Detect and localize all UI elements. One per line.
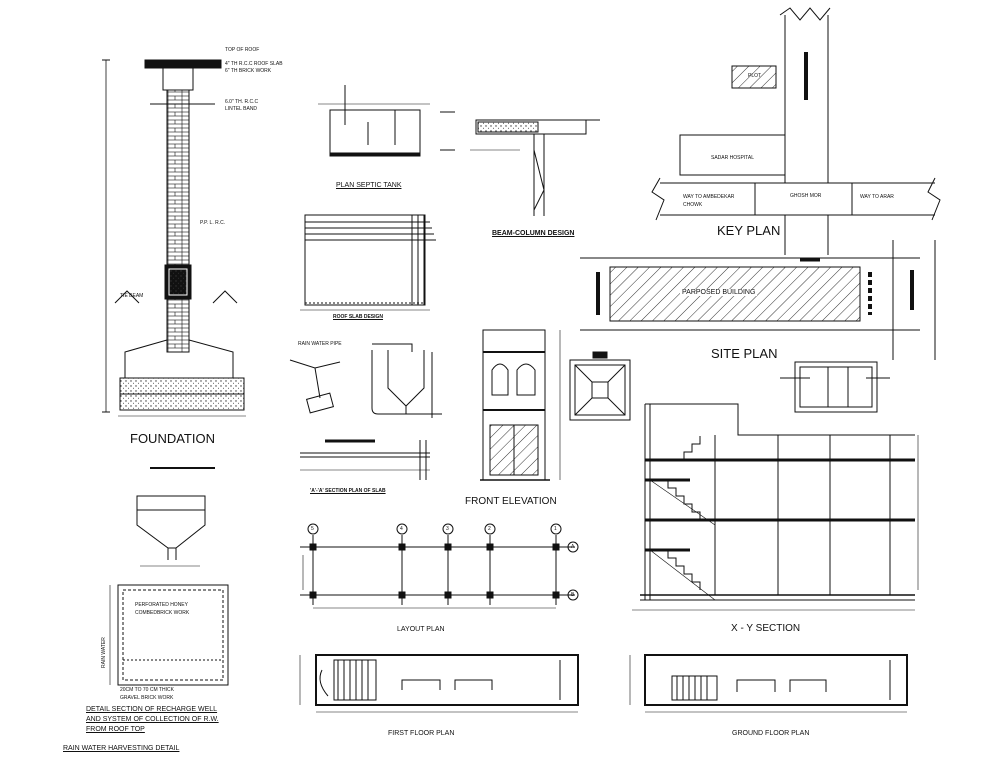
water-tank-plan	[780, 361, 890, 413]
plinth-note: P.P. L. R.C.	[200, 220, 226, 226]
foundation-title: FOUNDATION	[130, 431, 215, 446]
perforated-label-2: COMBEDBRICK WORK	[135, 610, 190, 616]
sadar-hospital-label: SADAR HOSPITAL	[711, 155, 754, 161]
layout-plan-title: LAYOUT PLAN	[397, 626, 445, 633]
grid-label-2: 2	[488, 526, 491, 532]
proposed-building-label: PARPOSED BUILDING	[680, 289, 758, 296]
grid-label-3: 3	[446, 526, 449, 532]
perforated-label-1: PERFORATED HONEY	[135, 602, 188, 608]
septic-tank-plan	[318, 85, 455, 157]
ghosh-mor-label: GHOSH MOR	[790, 193, 822, 199]
rain-water-pipe-label: RAIN WATER PIPE	[298, 341, 342, 347]
rain-water-harvesting-title: RAIN WATER HARVESTING DETAIL	[63, 745, 180, 752]
ground-floor-plan	[629, 654, 908, 713]
recharge-well-detail	[109, 584, 229, 686]
first-floor-plan-title: FIRST FLOOR PLAN	[388, 730, 455, 737]
roof-slab-note-1: 4" TH R.C.C ROOF SLAB	[225, 61, 283, 67]
grid-label-4: 4	[400, 526, 403, 532]
way-ambedekar-label: WAY TO AMBEDEKAR	[683, 194, 735, 200]
grid-label-1: 1	[554, 526, 557, 532]
detail-section-label-1: DETAIL SECTION OF RECHARGE WELL	[86, 706, 218, 713]
key-plan-title: KEY PLAN	[717, 223, 781, 238]
grid-label-b: B	[571, 592, 575, 598]
slab-section-title: 'A'-'A' SECTION PLAN OF SLAB	[310, 488, 386, 494]
detail-section-label-3: FROM ROOF TOP	[86, 726, 145, 733]
way-arar-label: WAY TO ARAR	[860, 194, 894, 200]
plot-label: PLOT	[748, 73, 762, 79]
tie-beam-note: TIE BEAM	[120, 293, 144, 299]
way-ambedekar-label-2: CHOWK	[683, 202, 703, 208]
first-floor-plan	[299, 654, 579, 713]
gravel-label-2: GRAVEL BRICK WORK	[120, 695, 174, 701]
detail-section-label-2: AND SYSTEM OF COLLECTION OF R.W.	[86, 716, 219, 723]
site-plan-title: SITE PLAN	[711, 346, 778, 361]
gravel-label-1: 20CM TO 70 CM THICK	[120, 687, 174, 693]
beam-column-title: BEAM-COLUMN DESIGN	[492, 230, 575, 237]
top-of-roof-note: TOP OF ROOF	[225, 47, 260, 53]
slab-section-plan	[300, 439, 430, 480]
key-plan	[651, 7, 941, 255]
lintel-note-2: LINTEL BAND	[225, 106, 258, 112]
rain-water-vertical-label: RAIN WATER	[101, 637, 107, 668]
septic-tank-title: PLAN SEPTIC TANK	[336, 182, 402, 189]
rain-water-pipe-detail	[289, 343, 442, 418]
xy-section-title: X - Y SECTION	[731, 623, 801, 634]
front-elevation	[480, 329, 561, 481]
foundation-section	[102, 59, 246, 417]
manhole-plan	[569, 351, 631, 421]
xy-section	[632, 403, 919, 611]
site-plan	[580, 240, 936, 360]
grid-label-5: 5	[311, 526, 314, 532]
roof-slab-detail	[300, 214, 436, 311]
roof-slab-title: ROOF SLAB DESIGN	[333, 314, 384, 320]
ground-floor-plan-title: GROUND FLOOR PLAN	[732, 730, 810, 737]
grid-label-a: A	[571, 544, 575, 550]
layout-plan	[300, 523, 579, 609]
beam-column-detail	[470, 119, 600, 216]
lintel-note-1: 6.0" TH. R.C.C	[225, 99, 259, 105]
recharge-well-section	[136, 467, 215, 567]
roof-slab-note-2: 6" TH BRICK WORK	[225, 68, 272, 74]
front-elevation-title: FRONT ELEVATION	[465, 496, 557, 507]
